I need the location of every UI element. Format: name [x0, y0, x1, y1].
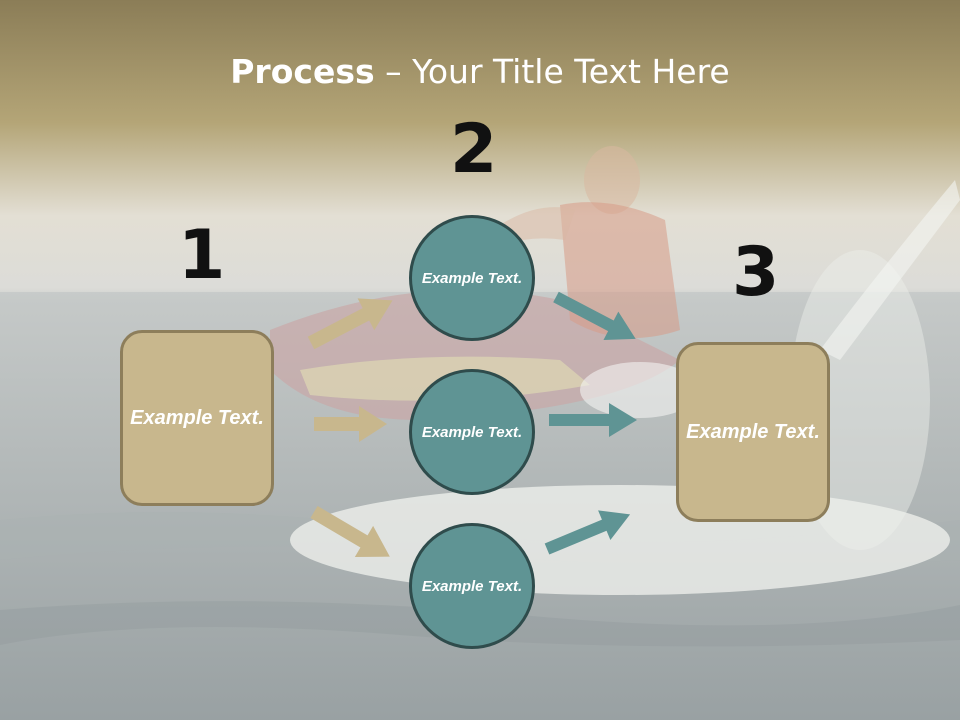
step-2-circle-middle: Example Text. [409, 369, 535, 495]
step-1-text: Example Text. [130, 406, 264, 429]
arrow-teal-mid [549, 403, 637, 437]
arrow-tan-mid [314, 406, 387, 442]
title-bold: Process [230, 52, 375, 91]
step-2-text-bottom: Example Text. [421, 577, 523, 595]
arrow-tan-down [310, 505, 390, 557]
step-1-box: Example Text. [120, 330, 274, 506]
step-3-box: Example Text. [676, 342, 830, 522]
step-number-1: 1 [178, 216, 226, 295]
arrow-teal-up [544, 510, 631, 555]
step-3-text: Example Text. [686, 420, 820, 443]
step-2-text-top: Example Text. [421, 269, 523, 287]
step-2-text-middle: Example Text. [421, 423, 523, 441]
step-number-3: 3 [732, 233, 780, 312]
slide-title: Process – Your Title Text Here [0, 52, 960, 91]
step-number-2: 2 [450, 110, 498, 189]
title-rest: – Your Title Text Here [374, 52, 730, 91]
step-2-circle-top: Example Text. [409, 215, 535, 341]
arrow-tan-up [307, 298, 393, 350]
step-2-circle-bottom: Example Text. [409, 523, 535, 649]
arrow-teal-down [553, 291, 636, 340]
